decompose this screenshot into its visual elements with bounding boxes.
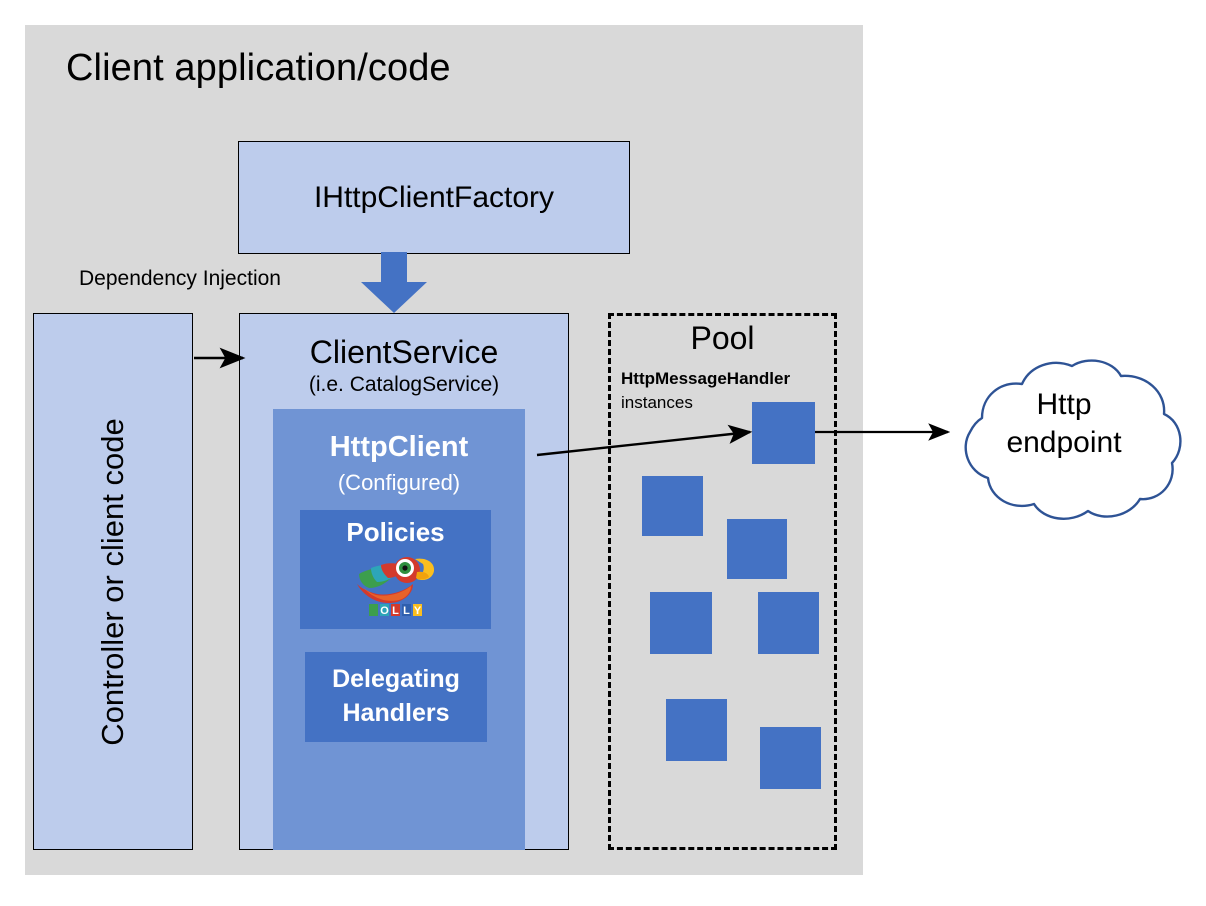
svg-text:O: O — [380, 605, 389, 617]
http-client-title: HttpClient — [329, 431, 469, 463]
controller-or-client-code-label: Controller or client code — [95, 417, 130, 746]
cloud-shape-icon — [964, 359, 1182, 520]
handler-instance-1 — [752, 402, 815, 464]
http-endpoint-label: Http endpoint — [938, 386, 1190, 461]
svg-text:Y: Y — [413, 605, 421, 617]
dependency-injection-arrow-icon — [359, 252, 429, 314]
pool-subtitle-normal: instances — [621, 393, 693, 412]
handler-instance-4 — [650, 592, 712, 654]
polly-parrot-logo-icon: P O L L Y — [355, 554, 437, 618]
delegating-handlers-box[interactable]: Delegating Handlers — [305, 652, 487, 742]
pool-box[interactable]: Pool HttpMessageHandler instances — [608, 313, 837, 850]
policies-title: Policies — [346, 517, 445, 547]
handler-instance-7 — [760, 727, 821, 789]
client-application-title: Client application/code — [66, 47, 451, 89]
http-endpoint-cloud[interactable]: Http endpoint — [938, 356, 1190, 526]
handler-instance-6 — [666, 699, 727, 761]
http-client-subtitle: (Configured) — [337, 470, 461, 495]
pool-title: Pool — [690, 320, 755, 356]
http-client-box[interactable]: HttpClient (Configured) Policies — [273, 409, 525, 850]
svg-text:P: P — [369, 605, 376, 617]
http-endpoint-line2: endpoint — [1006, 425, 1122, 459]
ihttpclientfactory-label: IHttpClientFactory — [313, 180, 555, 214]
handler-instance-5 — [758, 592, 819, 654]
client-service-title: ClientService — [309, 334, 499, 370]
dependency-injection-label: Dependency Injection — [79, 267, 281, 290]
policies-box[interactable]: Policies — [300, 510, 491, 629]
client-service-subtitle: (i.e. CatalogService) — [308, 373, 500, 396]
delegating-handlers-line2: Handlers — [342, 699, 450, 727]
svg-text:L: L — [392, 605, 399, 617]
http-endpoint-line1: Http — [1036, 388, 1092, 421]
client-service-box[interactable]: ClientService (i.e. CatalogService) Http… — [239, 313, 569, 850]
delegating-handlers-line1: Delegating — [332, 665, 460, 694]
handler-instance-3 — [727, 519, 787, 579]
svg-text:L: L — [403, 605, 410, 617]
ihttpclientfactory-box[interactable]: IHttpClientFactory — [238, 141, 630, 254]
controller-or-client-code-box[interactable]: Controller or client code — [33, 313, 193, 850]
pool-subtitle-bold: HttpMessageHandler — [621, 369, 791, 388]
handler-instance-2 — [642, 476, 703, 536]
